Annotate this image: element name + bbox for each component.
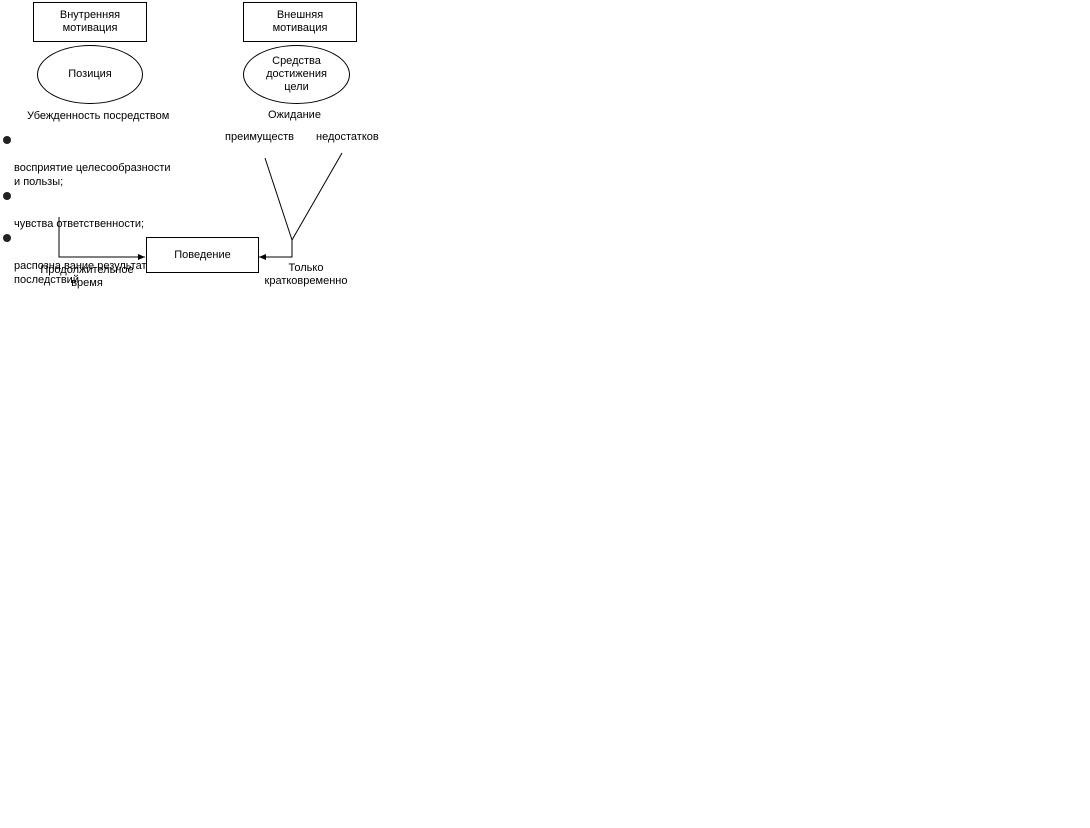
bullet-text: чувства ответственности; — [14, 218, 145, 230]
bullet-dot-icon — [3, 234, 11, 242]
disadvantages-label: недостатков — [316, 131, 379, 143]
means-to-goal-label: Средства достижения цели — [266, 55, 327, 93]
internal-motivation-label: Внутренняя мотивация — [59, 9, 121, 34]
only-short-term-label: Только кратковременно — [264, 262, 348, 287]
expectation-label: Ожидание — [268, 109, 321, 121]
position-ellipse: Позиция — [37, 45, 143, 104]
position-label: Позиция — [68, 68, 112, 80]
bullet-text: распозна вание результатов и последствий — [14, 260, 168, 286]
external-motivation-box: Внешняя мотивация — [243, 2, 357, 42]
bullet-item: восприятие целесообразности и пользы; — [3, 133, 189, 189]
bullet-item: распозна вание результатов и последствий — [3, 231, 189, 287]
long-time-arrow — [58, 217, 145, 260]
conviction-bullet-list: восприятие целесообразности и пользы; чу… — [3, 133, 189, 287]
disadvantages-line — [291, 152, 343, 241]
conviction-through-label: Убежденность посредством — [27, 110, 170, 122]
bullet-text: восприятие целесообразности и пользы; — [14, 162, 171, 188]
means-to-goal-ellipse: Средства достижения цели — [243, 45, 350, 104]
advantages-label: преимуществ — [225, 131, 294, 143]
long-time-label: Продолжительное время — [40, 264, 134, 289]
advantages-line — [264, 157, 293, 241]
short-term-arrow — [259, 240, 293, 260]
external-motivation-label: Внешняя мотивация — [272, 9, 328, 34]
bullet-dot-icon — [3, 136, 11, 144]
behavior-label: Поведение — [174, 248, 231, 261]
internal-motivation-box: Внутренняя мотивация — [33, 2, 147, 42]
behavior-box: Поведение — [146, 237, 259, 273]
bullet-dot-icon — [3, 192, 11, 200]
bullet-item: чувства ответственности; — [3, 189, 189, 231]
